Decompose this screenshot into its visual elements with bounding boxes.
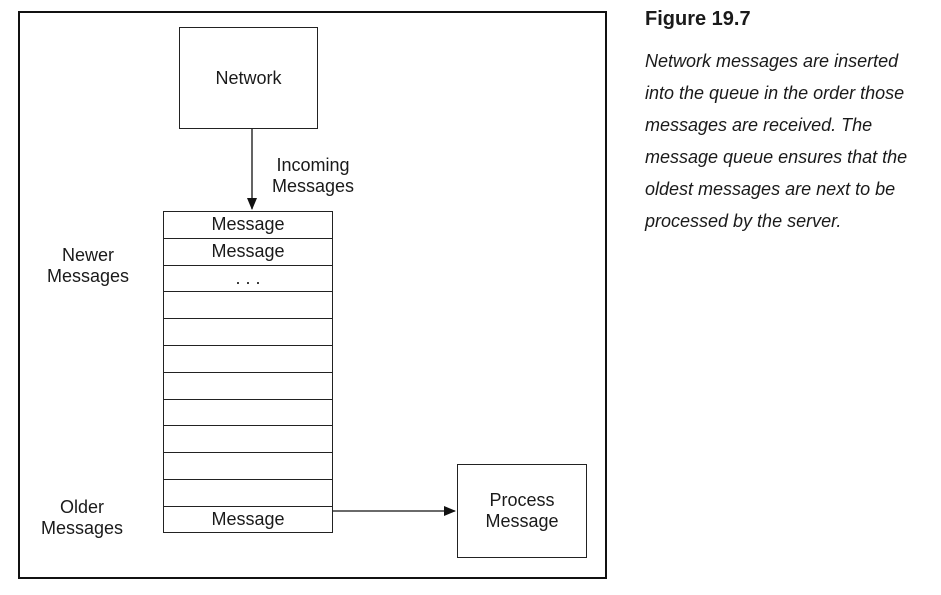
queue-cell: . . . (163, 264, 333, 292)
caption-line: into the queue in the order those (645, 83, 905, 103)
caption-line: message queue ensures that the (645, 147, 908, 167)
caption-line: Network messages are inserted (645, 51, 899, 71)
queue-cell (163, 344, 333, 372)
network-label: Network (215, 67, 282, 88)
newer-label-line-2: Messages (46, 266, 130, 286)
message-queue: Message Message . . . Message (163, 211, 333, 533)
older-label-line-2: Messages (40, 518, 124, 538)
queue-cell: Message (163, 505, 333, 533)
older-label-line-1: Older (59, 497, 104, 517)
queue-cell (163, 318, 333, 345)
diagram-frame (18, 11, 607, 579)
process-label-line-1: Process (489, 490, 555, 510)
queue-cell (163, 291, 333, 319)
incoming-label-line-2: Messages (271, 176, 355, 196)
queue-cell: Message (163, 237, 333, 265)
network-box: Network (179, 27, 318, 129)
queue-cell (163, 371, 333, 399)
queue-cell (163, 398, 333, 426)
queue-cell (163, 478, 333, 506)
process-label-line-2: Message (485, 511, 559, 531)
queue-cell (163, 425, 333, 453)
incoming-label-line-1: Incoming (276, 155, 350, 175)
newer-label-line-1: Newer (61, 245, 114, 265)
incoming-messages-label: Incoming Messages (262, 155, 364, 197)
queue-cell: Message (163, 211, 333, 238)
figure-title: Figure 19.7 (645, 8, 751, 30)
caption-line: processed by the server. (645, 211, 842, 231)
figure-caption: Network messages are inserted into the q… (645, 45, 937, 237)
queue-cell (163, 452, 333, 479)
caption-line: oldest messages are next to be (645, 179, 896, 199)
process-message-box: Process Message (457, 464, 587, 558)
caption-line: messages are received. The (645, 115, 873, 135)
newer-messages-label: Newer Messages (36, 245, 140, 287)
older-messages-label: Older Messages (30, 497, 134, 539)
